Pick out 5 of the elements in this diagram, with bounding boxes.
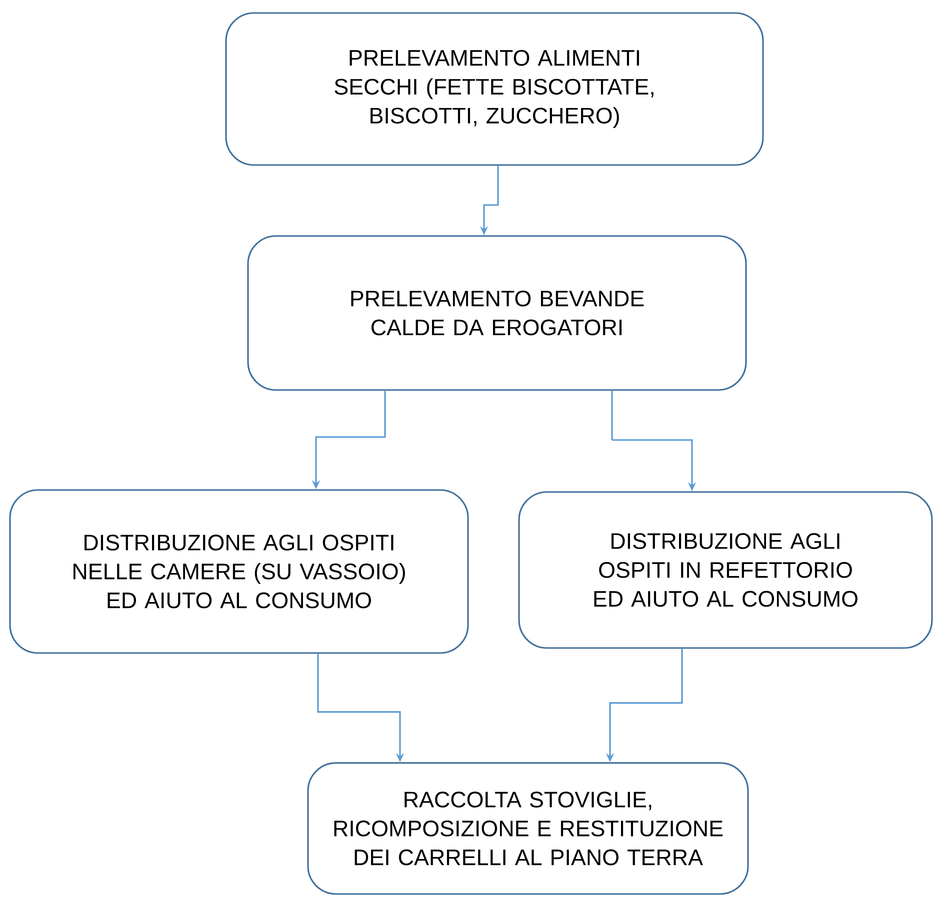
process-box: PRELEVAMENTO ALIMENTI SECCHI (FETTE BISCOTTATE, BISCOTTI, ZUCCHERO) — [225, 12, 764, 166]
process-box: DISTRIBUZIONE AGLI OSPITI IN REFETTORIO ED AIUTO AL CONSUMO — [518, 491, 933, 649]
process-box: PRELEVAMENTO BEVANDE CALDE DA EROGATORI — [247, 235, 747, 391]
process-box: DISTRIBUZIONE AGLI OSPITI NELLE CAMERE (SU VASSOIO) ED AIUTO AL CONSUMO — [9, 489, 469, 654]
process-box: RACCOLTA STOVIGLIE, RICOMPOSIZIONE E RESTITUZIONE DEI CARRELLI AL PIANO TERRA — [307, 762, 749, 895]
